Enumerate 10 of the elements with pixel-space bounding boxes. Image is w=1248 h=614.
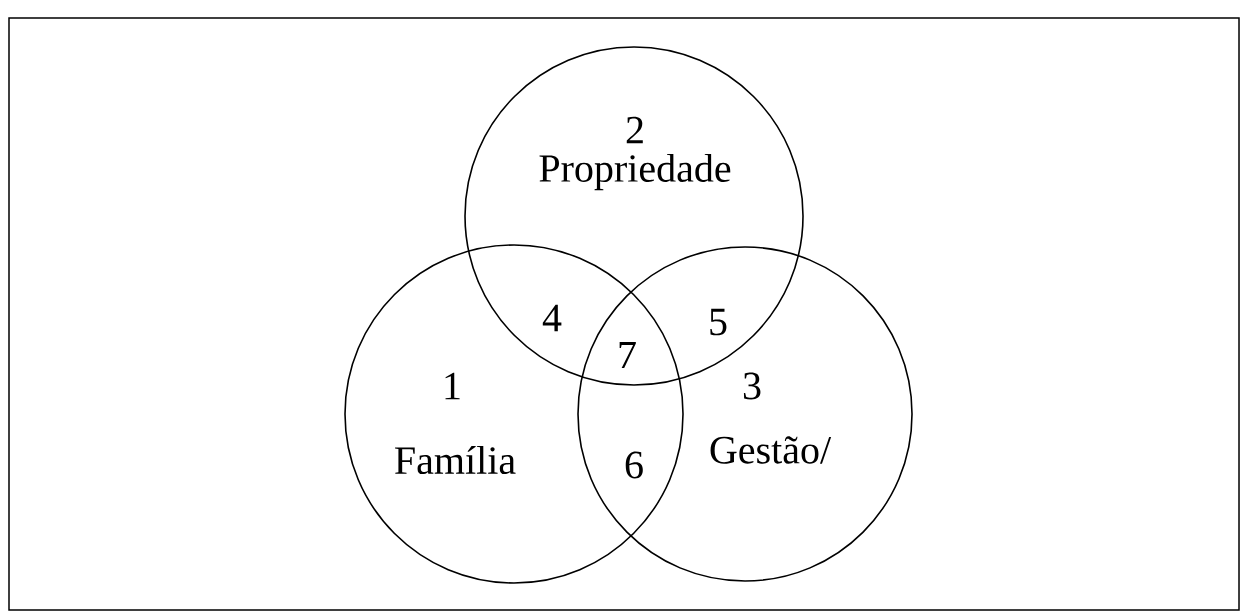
circle-label: Gestão/ xyxy=(710,436,832,464)
region-number: 3 xyxy=(743,372,761,400)
region-number: 2 xyxy=(626,116,643,144)
region-number: 1 xyxy=(445,372,460,400)
region-number: 6 xyxy=(625,451,643,479)
region-number: 5 xyxy=(710,308,727,336)
region-number: 4 xyxy=(542,304,562,332)
region-number: 7 xyxy=(619,341,636,369)
circle-label: Família xyxy=(395,445,516,475)
circle-label: Propriedade xyxy=(539,153,731,191)
